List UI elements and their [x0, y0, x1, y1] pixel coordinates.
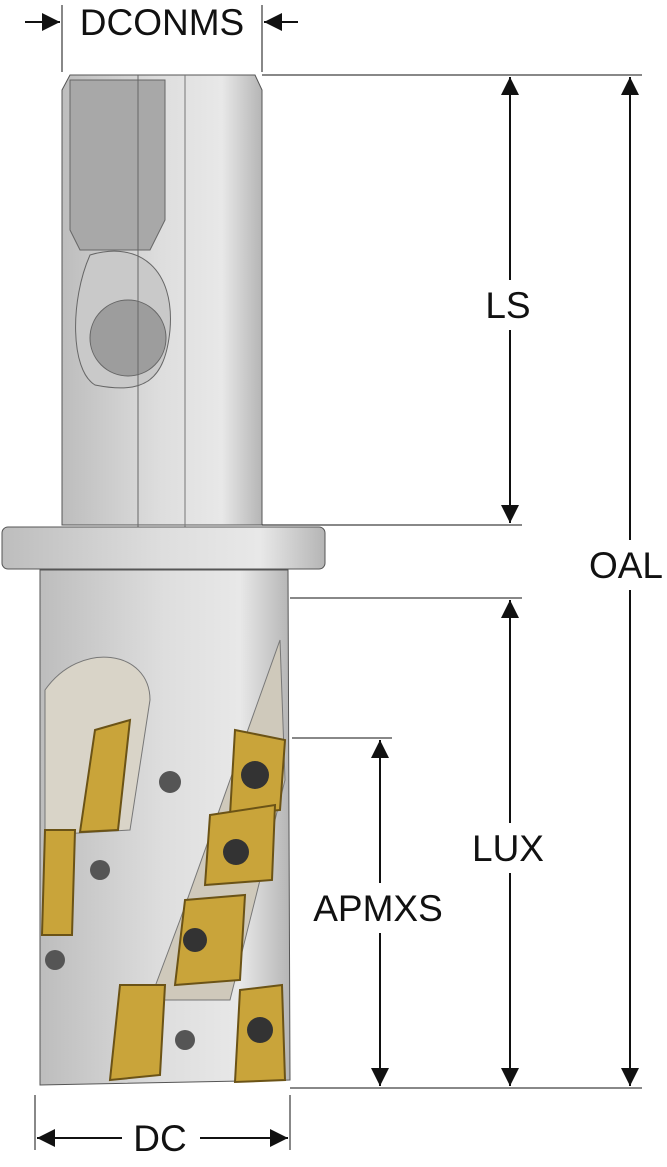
label-oal: OAL [589, 545, 663, 586]
label-dconms: DCONMS [80, 2, 244, 43]
dim-dc: DC [37, 1118, 288, 1159]
label-lux: LUX [472, 828, 544, 869]
dim-ls: LS [485, 77, 531, 523]
dim-apmxs: APMXS [313, 740, 443, 1086]
inserts [40, 718, 287, 1084]
insert-screws [183, 761, 273, 1043]
clamp-hole [89, 299, 167, 377]
shank-flat [69, 79, 166, 251]
dim-oal: OAL [589, 77, 663, 1086]
extension-lines [34, 5, 642, 1150]
dim-dconms: DCONMS [25, 2, 298, 43]
coolant-holes [45, 771, 195, 1050]
label-ls: LS [485, 285, 530, 326]
label-apmxs: APMXS [313, 888, 443, 929]
label-dc: DC [133, 1118, 186, 1159]
flange [1, 526, 326, 570]
dim-lux: LUX [472, 600, 544, 1086]
cutter-tool [1, 74, 326, 1086]
